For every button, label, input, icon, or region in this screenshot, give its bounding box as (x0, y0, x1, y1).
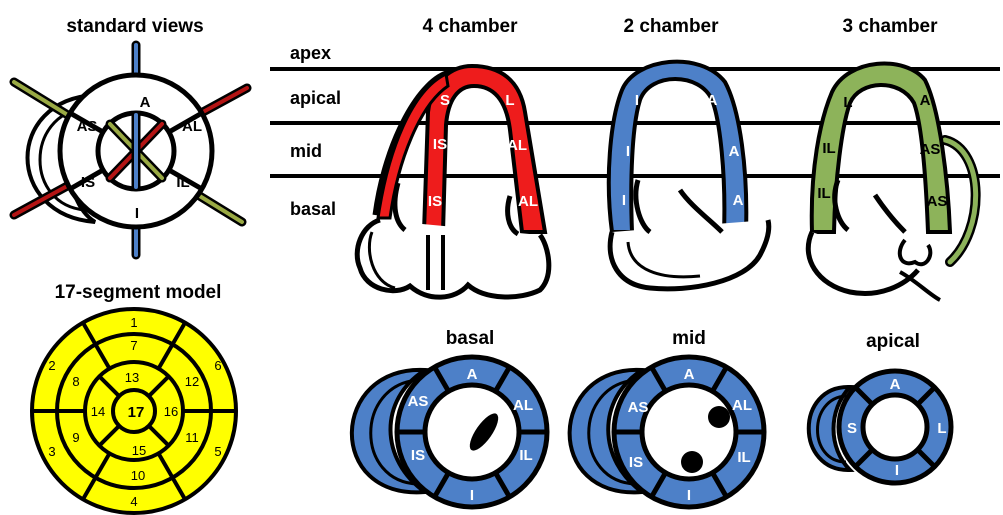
segment-7: 7 (130, 338, 137, 353)
basal-label-as: AS (408, 393, 429, 410)
segment-8: 8 (72, 374, 79, 389)
segment-3: 3 (48, 444, 55, 459)
basal-label-il: IL (519, 447, 532, 464)
4ch-label-al-basal: AL (518, 193, 538, 210)
apical-title: apical (866, 331, 920, 352)
2ch-label-i-basal: I (622, 192, 626, 209)
two-chamber-valve-left (636, 180, 650, 232)
basal-label-is: IS (411, 447, 425, 464)
apical-label-a: A (890, 376, 901, 393)
mid-label-is: IS (629, 454, 643, 471)
three-chamber-aortic-root (900, 240, 931, 264)
segment-15: 15 (132, 443, 146, 458)
basal-title: basal (446, 328, 495, 349)
segment-14: 14 (91, 404, 105, 419)
sv-label-i: I (135, 205, 139, 222)
standard-views-title: standard views (66, 16, 203, 37)
four-chamber-view: 4 chamber S L IS AL IS AL (357, 16, 549, 297)
apical-inner-ring (863, 395, 927, 459)
three-chamber-title: 3 chamber (842, 16, 938, 37)
basal-label-a: A (467, 366, 478, 383)
segment-9: 9 (72, 430, 79, 445)
3ch-label-as-basal: AS (927, 193, 948, 210)
segment-4: 4 (130, 494, 137, 509)
three-chamber-atrium (808, 232, 918, 293)
4ch-label-al-mid: AL (507, 137, 527, 154)
two-chamber-title: 2 chamber (623, 16, 719, 37)
three-chamber-aorta (900, 272, 940, 300)
segment-1: 1 (130, 315, 137, 330)
segment-17: 17 (128, 404, 145, 421)
apical-label-s: S (847, 420, 857, 437)
mid-papillary-anterior (708, 406, 730, 428)
mid-label-il: IL (737, 449, 750, 466)
three-chamber-view: 3 chamber L A IL AS IL AS (808, 16, 975, 300)
4ch-label-s: S (440, 92, 450, 109)
apical-label-i: I (895, 462, 899, 479)
level-mid: mid (290, 141, 322, 161)
short-axis-mid: mid A AL IL I IS AS (570, 328, 764, 507)
two-chamber-view: 2 chamber I A I A I A (609, 16, 769, 289)
4ch-label-l: L (505, 92, 514, 109)
segment-5: 5 (214, 444, 221, 459)
three-chamber-valve-right (875, 195, 905, 232)
segment-11: 11 (185, 430, 199, 445)
2ch-label-i-mid: I (626, 143, 630, 160)
3ch-label-a: A (920, 92, 931, 109)
four-chamber-title: 4 chamber (422, 16, 518, 37)
mid-label-as: AS (628, 399, 649, 416)
2ch-label-i-apical: I (635, 92, 639, 109)
3ch-label-il-basal: IL (817, 185, 830, 202)
basal-inner-ring (425, 385, 519, 479)
segment-6: 6 (214, 358, 221, 373)
two-chamber-atrium (610, 220, 769, 289)
4ch-label-is-mid: IS (433, 136, 447, 153)
bullseye-title: 17-segment model (55, 282, 222, 303)
sv-label-is: IS (81, 174, 95, 191)
bullseye-panel: 17-segment model 1 2 3 4 5 6 7 8 9 10 11 (32, 282, 236, 513)
mid-papillary-posterior (681, 451, 703, 473)
3ch-label-il-mid: IL (822, 140, 835, 157)
segment-13: 13 (125, 370, 139, 385)
level-basal: basal (290, 199, 336, 219)
mid-title: mid (672, 328, 706, 349)
3ch-label-as-mid: AS (920, 141, 941, 158)
2ch-label-a-basal: A (733, 192, 744, 209)
apical-label-l: L (937, 420, 946, 437)
segment-2: 2 (48, 358, 55, 373)
segment-16: 16 (164, 404, 178, 419)
sv-label-as: AS (77, 118, 98, 135)
short-axis-apical: apical A L I S (809, 331, 951, 483)
segment-12: 12 (185, 374, 199, 389)
sv-label-a: A (140, 94, 151, 111)
sv-label-il: IL (176, 174, 189, 191)
standard-views-panel: standard views A AL IL I IS AS (14, 16, 247, 255)
basal-label-al: AL (513, 397, 533, 414)
3ch-label-l: L (843, 94, 852, 111)
mid-label-al: AL (732, 397, 752, 414)
three-chamber-valve-left (835, 180, 848, 230)
mid-label-a: A (684, 366, 695, 383)
level-apex: apex (290, 43, 331, 63)
basal-label-i: I (470, 487, 474, 504)
sv-label-al: AL (182, 118, 202, 135)
2ch-label-a-mid: A (729, 143, 740, 160)
level-apical: apical (290, 88, 341, 108)
short-axis-basal: basal A AL IL I IS AS (352, 328, 547, 507)
mid-label-i: I (687, 487, 691, 504)
segment-10: 10 (131, 468, 145, 483)
4ch-label-is-basal: IS (428, 193, 442, 210)
2ch-label-a-apical: A (707, 92, 718, 109)
